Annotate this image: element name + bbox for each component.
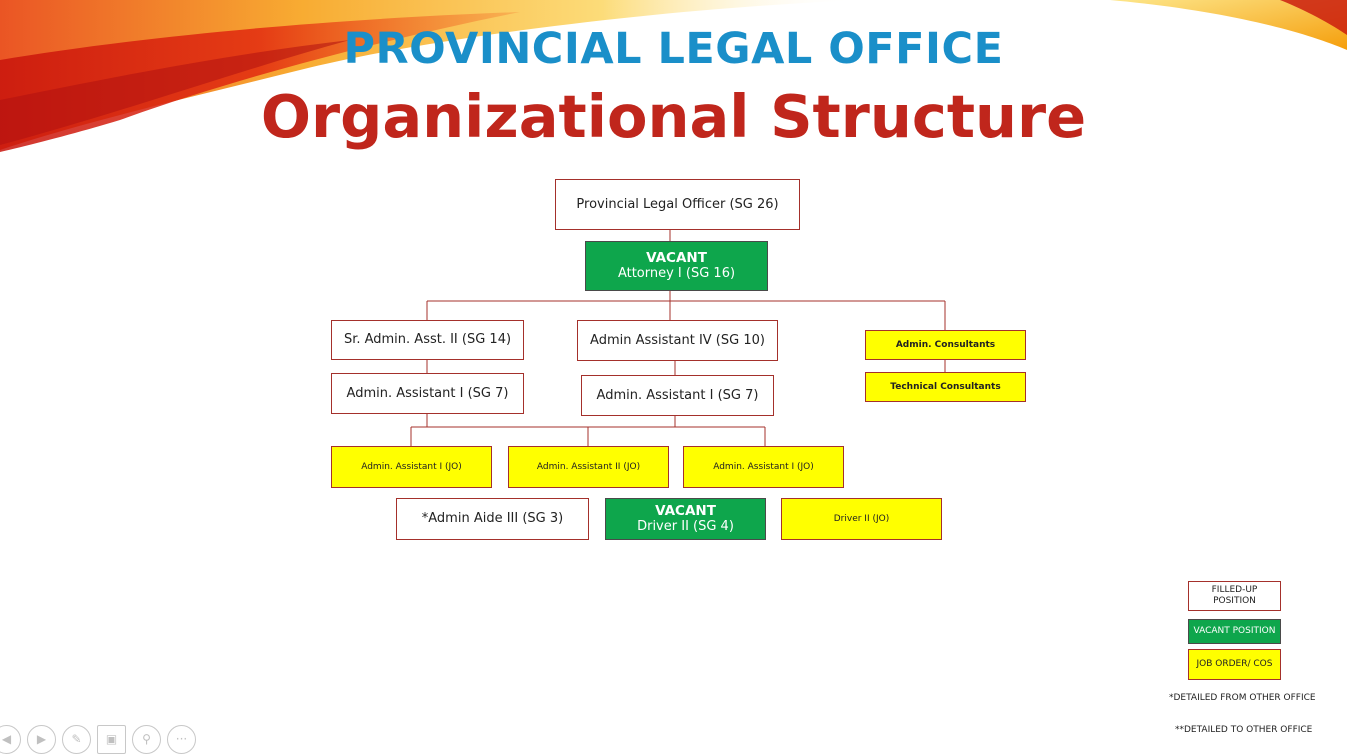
- node-label: Admin. Assistant I (JO): [361, 461, 462, 472]
- node-sr-admin-asst: Sr. Admin. Asst. II (SG 14): [331, 320, 524, 360]
- node-label: Admin. Assistant I (SG 7): [596, 387, 759, 403]
- node-jo-admin-asst-i-left: Admin. Assistant I (JO): [331, 446, 492, 488]
- zoom-icon[interactable]: ⚲: [132, 724, 161, 754]
- more-icon[interactable]: ···: [167, 724, 196, 754]
- header-decoration: [0, 0, 1347, 152]
- node-label: Sr. Admin. Asst. II (SG 14): [343, 332, 512, 348]
- node-label: Admin Assistant IV (SG 10): [590, 332, 765, 348]
- title-structure: Organizational Structure: [260, 82, 1087, 151]
- vacant-status-label: VACANT: [655, 503, 716, 520]
- node-label: Admin. Assistant I (JO): [713, 461, 814, 472]
- node-provincial-legal-officer: Provincial Legal Officer (SG 26): [555, 179, 800, 230]
- node-jo-admin-asst-i-right: Admin. Assistant I (JO): [683, 446, 844, 488]
- node-label: *Admin Aide III (SG 3): [421, 511, 564, 527]
- next-icon[interactable]: ▶: [27, 724, 56, 754]
- pen-icon[interactable]: ✎: [62, 724, 91, 754]
- slideshow-nav-bar: ◀ ▶ ✎ ▣ ⚲ ···: [0, 722, 196, 756]
- title-office: PROVINCIAL LEGAL OFFICE: [343, 24, 1004, 74]
- legend-label: VACANT POSITION: [1193, 626, 1276, 637]
- node-attorney-vacant: VACANT Attorney I (SG 16): [585, 241, 768, 291]
- node-admin-asst-i-center: Admin. Assistant I (SG 7): [581, 375, 774, 416]
- node-technical-consultants: Technical Consultants: [865, 372, 1026, 402]
- vacant-status-label: VACANT: [646, 250, 707, 267]
- node-admin-aide: *Admin Aide III (SG 3): [396, 498, 589, 540]
- legend-label: FILLED-UP POSITION: [1211, 585, 1258, 606]
- legend-job-order: JOB ORDER/ COS: [1188, 649, 1281, 680]
- node-jo-admin-asst-ii: Admin. Assistant II (JO): [508, 446, 669, 488]
- node-jo-driver: Driver II (JO): [781, 498, 942, 540]
- legend-label: JOB ORDER/ COS: [1196, 659, 1273, 670]
- node-label: Driver II (JO): [833, 513, 890, 524]
- node-admin-consultants: Admin. Consultants: [865, 330, 1026, 360]
- node-admin-asst-i-left: Admin. Assistant I (SG 7): [331, 373, 524, 414]
- legend-vacant: VACANT POSITION: [1188, 619, 1281, 644]
- node-label: Attorney I (SG 16): [617, 266, 736, 282]
- note-detailed-to: **DETAILED TO OTHER OFFICE: [1175, 725, 1313, 735]
- node-label: Driver II (SG 4): [637, 519, 734, 535]
- legend-filled: FILLED-UP POSITION: [1188, 581, 1281, 611]
- node-label: Admin. Assistant II (JO): [536, 461, 641, 472]
- node-admin-asst-iv: Admin Assistant IV (SG 10): [577, 320, 778, 361]
- node-label: Admin. Assistant I (SG 7): [346, 385, 509, 401]
- previous-icon[interactable]: ◀: [0, 724, 21, 754]
- slides-icon[interactable]: ▣: [97, 724, 126, 754]
- node-driver-vacant: VACANT Driver II (SG 4): [605, 498, 766, 540]
- node-label: Provincial Legal Officer (SG 26): [576, 196, 779, 212]
- node-label: Admin. Consultants: [895, 339, 996, 350]
- node-label: Technical Consultants: [890, 381, 1001, 392]
- note-detailed-from: *DETAILED FROM OTHER OFFICE: [1169, 693, 1316, 703]
